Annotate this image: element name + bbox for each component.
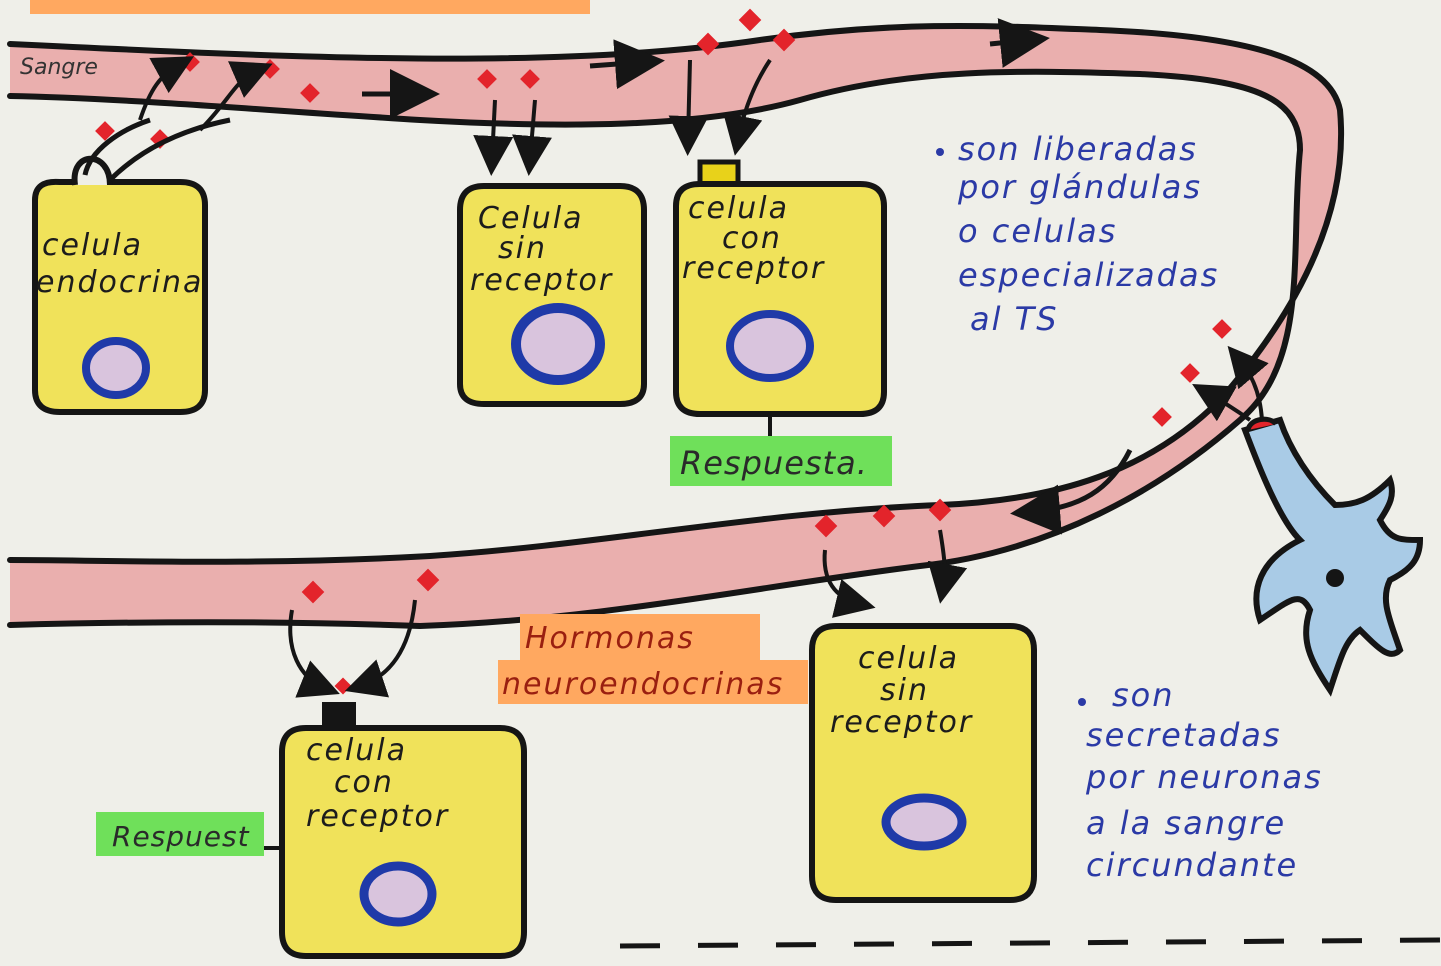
- neuro-note: son secretadas por neuronas a la sangre …: [1078, 676, 1323, 884]
- arrow-icon: [927, 529, 968, 604]
- endocrine-note-line-2: por glándulas: [957, 168, 1202, 206]
- receptor-top-label-2: con: [722, 221, 782, 256]
- no-receptor-bottom-label-2: sin: [880, 673, 929, 708]
- arrow-icon: [589, 39, 665, 90]
- receptor-bottom-label-2: con: [334, 765, 394, 800]
- arrow-icon: [198, 61, 273, 132]
- receptor-top-label-1: celula: [688, 191, 789, 226]
- no-receptor-bottom-label-3: receptor: [830, 705, 973, 740]
- neuro-note-line-3: por neuronas: [1085, 758, 1323, 796]
- top-heading-highlight: [30, 0, 590, 14]
- receptor-bottom-label-1: celula: [306, 733, 407, 768]
- receptor-bottom-label-3: receptor: [306, 799, 449, 834]
- neuro-heading-line-1: Hormonas: [525, 621, 695, 656]
- bottom-dashed-line: [619, 937, 1441, 949]
- arrow-icon: [822, 549, 876, 618]
- endocrine-note-line-3: o celulas: [958, 212, 1117, 250]
- endocrine-note-line-5: al TS: [970, 300, 1059, 338]
- cell-receptor-top: celula con receptor: [673, 159, 887, 436]
- no-receptor-top-label-3: receptor: [470, 263, 613, 298]
- no-receptor-bottom-label-1: celula: [858, 641, 959, 676]
- no-receptor-bottom-arrows: [822, 529, 968, 618]
- endocrine-note-line-4: especializadas: [958, 256, 1219, 294]
- neuro-note-line-5: circundante: [1086, 846, 1298, 884]
- endocrine-note: son liberadas por glándulas o celulas es…: [936, 130, 1219, 338]
- endocrine-cell-label-2: endocrina: [36, 265, 203, 300]
- nucleus-icon: [881, 793, 967, 851]
- neuro-heading-highlight-1: [520, 614, 760, 660]
- neuro-note-line-2: secretadas: [1086, 716, 1282, 754]
- hormone-diamond-icon: [872, 504, 896, 528]
- arrow-icon: [1010, 448, 1133, 535]
- response-bottom-label: Respuest: [112, 820, 250, 853]
- nucleus-icon: [726, 310, 814, 382]
- hormone-diamond-icon: [814, 514, 838, 538]
- response-top-highlight: [670, 436, 892, 486]
- cell-receptor-bottom: celula con receptor: [250, 702, 527, 959]
- hormone-diamond-icon: [1180, 363, 1200, 383]
- hormone-diamond-icon: [416, 568, 440, 592]
- no-receptor-top-label-2: sin: [498, 231, 547, 266]
- neuro-heading-highlight-2: [498, 660, 808, 704]
- arrow-icon: [668, 59, 709, 156]
- arrow-icon: [1192, 384, 1252, 422]
- hormone-diamond-icon: [1152, 407, 1172, 427]
- neuro-note-line-4: a la sangre: [1086, 804, 1286, 842]
- arrow-icon: [723, 58, 772, 156]
- neuron-icon: [1241, 416, 1424, 697]
- hormone-diamond-icon: [738, 8, 762, 32]
- cell-no-receptor-top: Celula sin receptor: [457, 183, 647, 407]
- response-bottom-highlight: [96, 812, 264, 856]
- receptor-top-label-3: receptor: [682, 251, 825, 286]
- endocrine-cell-label-1: celula: [42, 228, 143, 263]
- arrow-icon: [989, 18, 1050, 68]
- neuro-note-line-1: son: [1112, 676, 1175, 714]
- hormone-diamond-icon: [334, 677, 352, 695]
- hormone-diamond-icon: [928, 498, 952, 522]
- hormone-diamond-icon: [95, 121, 115, 141]
- nucleus-icon: [82, 337, 150, 399]
- hormone-diamond-icon: [477, 69, 497, 89]
- receptor-top-arrows: [668, 58, 772, 156]
- hormone-diamond-icon: [300, 83, 320, 103]
- secretion-arrows: [138, 56, 273, 132]
- no-receptor-top-label-1: Celula: [478, 201, 583, 236]
- receptor-block: [322, 702, 356, 728]
- hormone-diamond-icon: [301, 580, 325, 604]
- nucleus-icon: [511, 303, 605, 385]
- arrow-icon: [288, 609, 340, 698]
- arrow-icon: [138, 56, 195, 121]
- arrow-icon: [1227, 345, 1269, 421]
- receptor-bottom-arrows: [288, 599, 417, 698]
- flow-arrows: [362, 18, 1133, 535]
- hormone-diamond-icon: [1212, 319, 1232, 339]
- arrow-icon: [512, 99, 552, 176]
- nucleus-icon: [359, 861, 437, 927]
- arrow-icon: [344, 599, 417, 698]
- response-top-label: Respuesta.: [680, 444, 868, 482]
- neuro-heading-line-2: neuroendocrinas: [502, 667, 784, 702]
- no-receptor-top-arrows: [473, 99, 552, 176]
- cell-no-receptor-bottom: celula sin receptor: [809, 623, 1037, 903]
- endocrine-cell: celula endocrina: [32, 117, 231, 415]
- neuron-arrows: [1192, 345, 1269, 422]
- vessel-label: Sangre: [20, 55, 98, 80]
- arrow-icon: [473, 99, 514, 176]
- endocrine-note-line-1: son liberadas: [958, 130, 1198, 168]
